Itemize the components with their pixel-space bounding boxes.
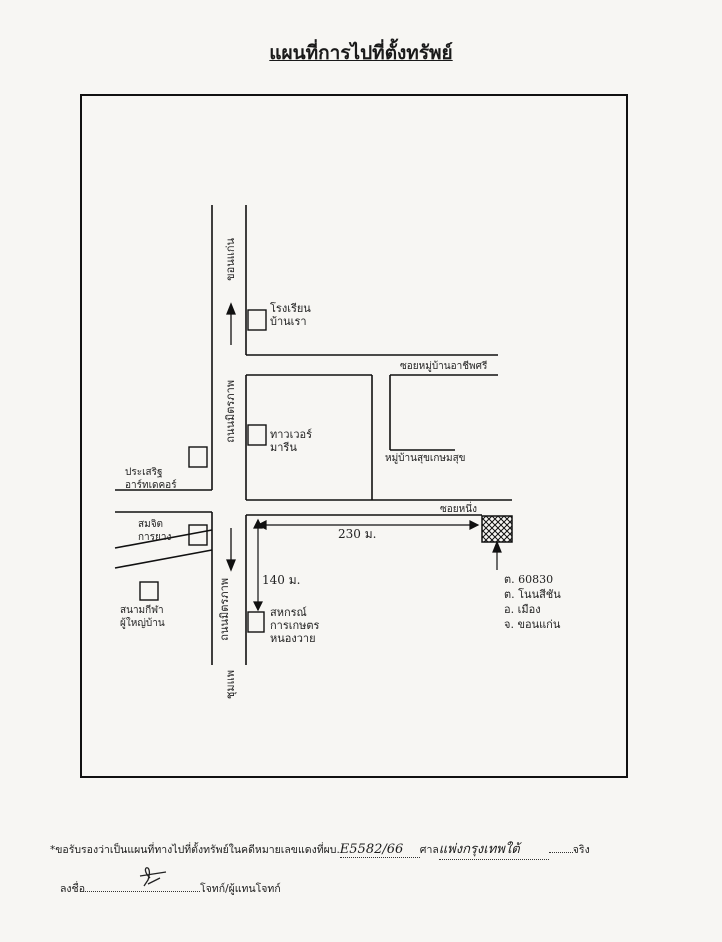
signer-role: โจทก์/ผู้แทนโจทก์	[200, 883, 281, 895]
road-label-to-khonkaen: ขอนแก่น	[224, 238, 237, 281]
village-sign-label: หมู่บ้านสุขเกษมสุข	[385, 453, 466, 464]
road-label-mittraphap-lower: ถนนมิตรภาพ	[218, 578, 231, 641]
sign-label: ลงชื่อ	[60, 883, 85, 895]
signature-line: ลงชื่อ โจทก์/ผู้แทนโจทก์	[60, 880, 281, 897]
somchit-box	[188, 524, 208, 546]
tower-box	[247, 424, 267, 446]
field-box	[139, 581, 159, 601]
landmark-prasert-label: ประเสริฐ อาร์ทเดคอร์	[125, 467, 177, 491]
certification-line: *ขอรับรองว่าเป็นแผนที่ทางไปที่ตั้งทรัพย์…	[50, 838, 590, 860]
court-name: แพ่งกรุงเทพใต้	[438, 838, 549, 860]
court-label: ศาล	[419, 844, 439, 856]
landmark-tower-label: ทาวเวอร์ มารีน	[270, 428, 313, 454]
north-arrow-icon	[226, 302, 236, 315]
distance-horizontal-label: 230 ม.	[338, 527, 377, 541]
landmark-sahakorn-label: สหกรณ์ การเกษตร หนองวาย	[270, 606, 320, 645]
case-number: E5582/66	[339, 842, 420, 858]
soi-upper-label: ซอยหมู่บ้านอาชีพศรี	[400, 361, 488, 372]
landmark-field-label: สนามกีฬา ผู้ใหญ่บ้าน	[120, 605, 165, 629]
parcel-pointer-icon	[492, 540, 502, 553]
landmark-school-label: โรงเรียน บ้านเรา	[270, 302, 311, 328]
soi-lower-label: ซอยหนึ่ง	[440, 504, 477, 515]
road-label-mittraphap-upper: ถนนมิตรภาพ	[224, 380, 237, 443]
page-title: แผนที่การไปที่ตั้งทรัพย์	[269, 42, 453, 64]
true-label: จริง	[572, 844, 590, 856]
parcel-info-label: ต. 60830 ต. โนนสีชัน อ. เมือง จ. ขอนแก่น	[504, 573, 561, 631]
signature	[139, 867, 167, 887]
landmark-somchit-label: สมจิต การยาง	[138, 519, 172, 543]
certify-prefix: *ขอรับรองว่าเป็นแผนที่ทางไปที่ตั้งทรัพย์…	[50, 844, 340, 856]
road-label-to-chumphae: ชุมแพ	[224, 670, 237, 700]
sahakorn-box	[247, 611, 265, 633]
south-arrow-icon	[226, 559, 236, 572]
prasert-box	[188, 446, 208, 468]
school-box	[247, 309, 267, 331]
map-frame	[80, 94, 628, 778]
target-parcel	[481, 515, 513, 543]
distance-vertical-label: 140 ม.	[262, 573, 301, 587]
